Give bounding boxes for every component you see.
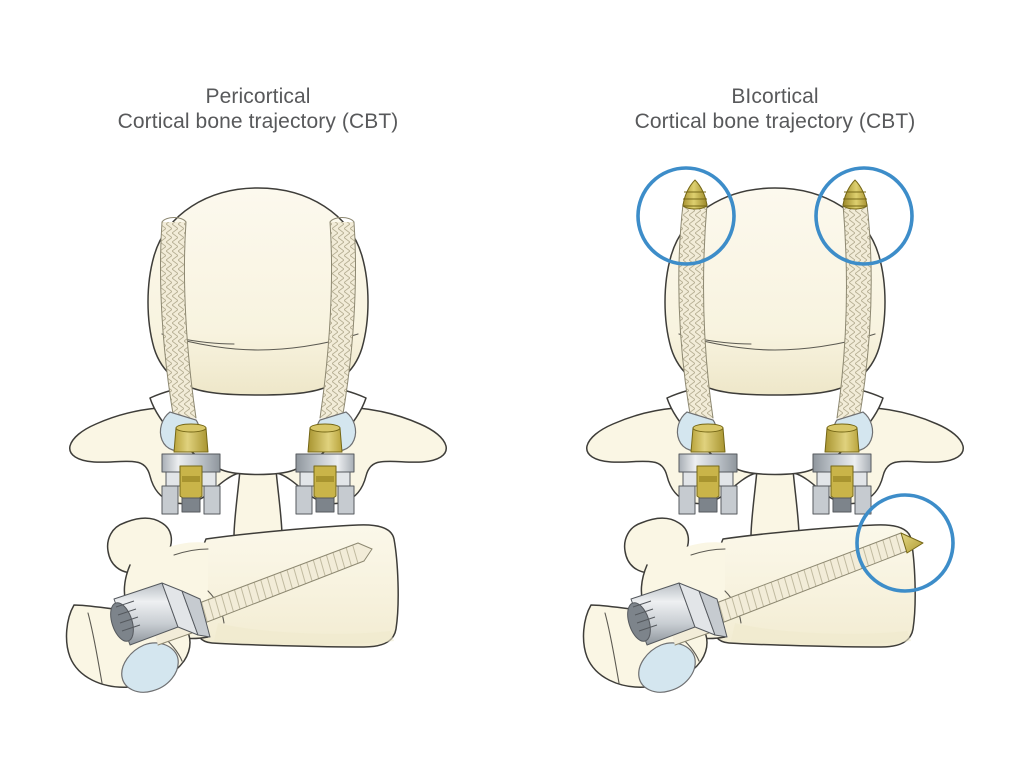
screw-head-right <box>812 423 872 515</box>
sagittal-view-bicortical <box>517 493 1033 715</box>
axial-view-pericortical <box>0 170 516 563</box>
panel-bicortical: BIcortical Cortical bone trajectory (CBT… <box>517 0 1033 766</box>
axial-illustration <box>586 166 964 563</box>
axial-view-bicortical <box>517 166 1033 563</box>
caption-bicortical: BIcortical Cortical bone trajectory (CBT… <box>517 84 1033 134</box>
caption-line-2: Cortical bone trajectory (CBT) <box>634 110 916 133</box>
screw-right <box>812 179 874 515</box>
panel-pericortical: Pericortical Cortical bone trajectory (C… <box>0 0 516 766</box>
sagittal-view-pericortical <box>0 495 516 715</box>
screw-tip-gold-right <box>842 179 868 210</box>
caption-line-2: Cortical bone trajectory (CBT) <box>117 110 399 133</box>
screw-left <box>159 217 221 515</box>
axial-right-tip-highlight <box>814 166 914 266</box>
axial-left-tip-highlight <box>636 166 736 266</box>
screw-head-left <box>161 423 221 515</box>
screw-left <box>676 179 738 515</box>
screw-right <box>295 217 357 515</box>
caption-pericortical: Pericortical Cortical bone trajectory (C… <box>0 84 516 134</box>
sagittal-illustration <box>582 493 955 693</box>
sagittal-tip-highlight <box>855 493 955 593</box>
caption-line-1: BIcortical <box>731 85 819 108</box>
screw-head-sagittal <box>627 582 728 646</box>
screw-head-left <box>678 423 738 515</box>
screw-tip-gold-left <box>682 179 708 210</box>
caption-line-1: Pericortical <box>205 85 311 108</box>
screw-head-right <box>295 423 355 515</box>
sagittal-illustration <box>65 517 399 693</box>
screw-tip-gold-sagittal <box>900 532 924 554</box>
axial-illustration <box>69 187 447 563</box>
screw-head-sagittal <box>110 582 211 646</box>
